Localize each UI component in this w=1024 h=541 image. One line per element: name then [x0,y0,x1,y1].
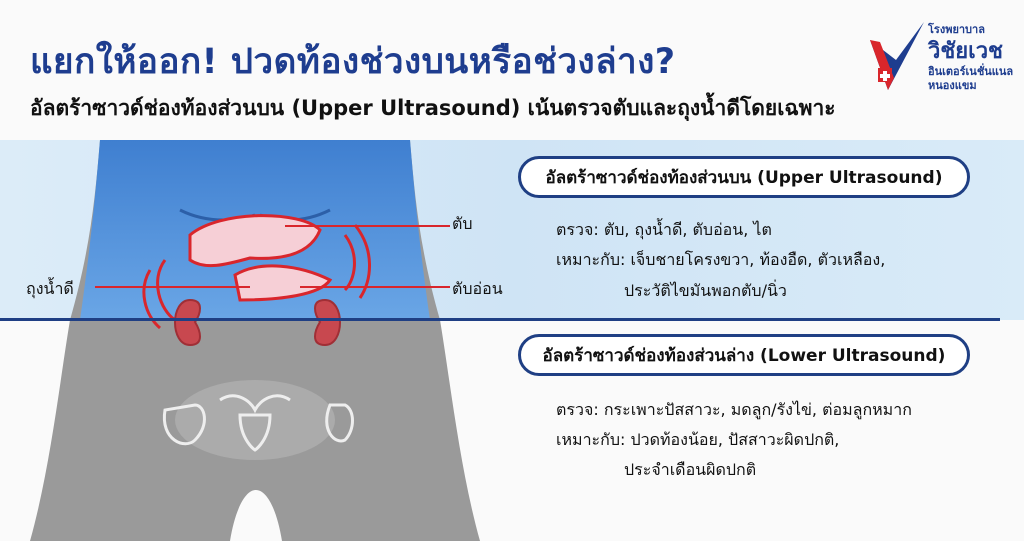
lower-suitable-text-cont: ประจำเดือนผิดปกติ [624,460,757,479]
liver-icon [142,214,371,330]
lower-check-text: ตรวจ: กระเพาะปัสสาวะ, มดลูก/รังไข่, ต่อม… [556,400,912,419]
hospital-logo: โรงพยาบาล วิชัยเวช อินเตอร์เนชั่นแนล หนอ… [866,20,1016,100]
logo-text-line1: โรงพยาบาล [928,23,985,36]
label-pancreas: ตับอ่อน [452,279,503,298]
page-title: แยกให้ออก! ปวดท้องช่วงบนหรือช่วงล่าง? [30,42,676,82]
upper-check-text: ตรวจ: ตับ, ถุงน้ำดี, ตับอ่อน, ไต [556,220,772,239]
label-liver: ตับ [452,214,473,233]
page-subtitle: อัลตร้าซาวด์ช่องท้องส่วนบน (Upper Ultras… [30,96,836,120]
torso-illustration [30,140,480,541]
lower-ultrasound-heading: อัลตร้าซาวด์ช่องท้องส่วนล่าง (Lower Ultr… [518,334,970,376]
lower-suitable-text: เหมาะกับ: ปวดท้องน้อย, ปัสสาวะผิดปกติ, [556,430,840,449]
upper-ultrasound-heading: อัลตร้าซาวด์ช่องท้องส่วนบน (Upper Ultras… [518,156,970,198]
upper-suitable-text-cont: ประวัติไขมันพอกตับ/นิ่ว [624,281,787,300]
upper-suitable-text: เหมาะกับ: เจ็บชายโครงขวา, ท้องอืด, ตัวเห… [556,250,886,269]
pelvic-organs-icon [162,394,354,452]
logo-text-line4: หนองแขม [928,79,977,92]
label-gallbladder: ถุงน้ำดี [26,279,74,298]
section-divider [0,318,1000,321]
logo-text-line2: วิชัยเวช [928,39,1003,64]
checkmark-logo-icon [870,22,924,90]
logo-text-line3: อินเตอร์เนชั่นแนล [928,65,1014,78]
kidney-icon [174,298,341,347]
